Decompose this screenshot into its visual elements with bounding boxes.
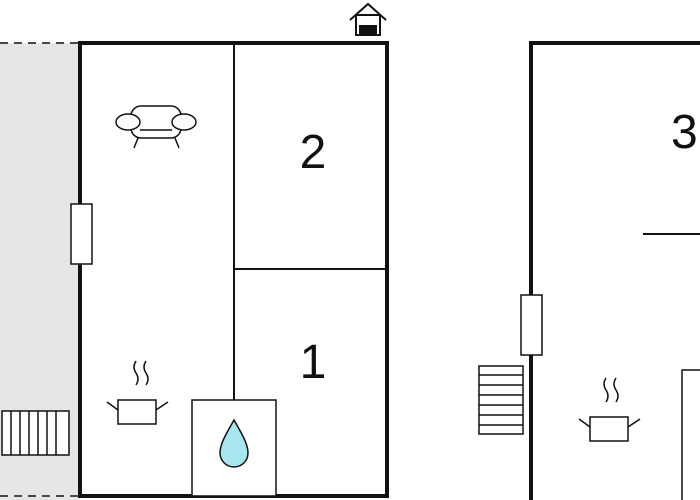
room-label-2: 2	[300, 126, 327, 179]
cooking-pot-icon	[106, 360, 169, 425]
right-interior-box	[681, 369, 700, 500]
stairs-icon	[1, 410, 70, 456]
water-drop-icon	[219, 418, 249, 468]
window-icon	[520, 294, 543, 356]
sofa-icon	[115, 105, 197, 149]
stairs-icon	[478, 365, 524, 435]
room-label-3: 3	[671, 106, 698, 159]
window-icon	[70, 203, 93, 265]
room-label-1: 1	[300, 336, 327, 389]
house-entrance-icon	[349, 2, 387, 36]
cooking-pot-icon	[578, 377, 641, 442]
